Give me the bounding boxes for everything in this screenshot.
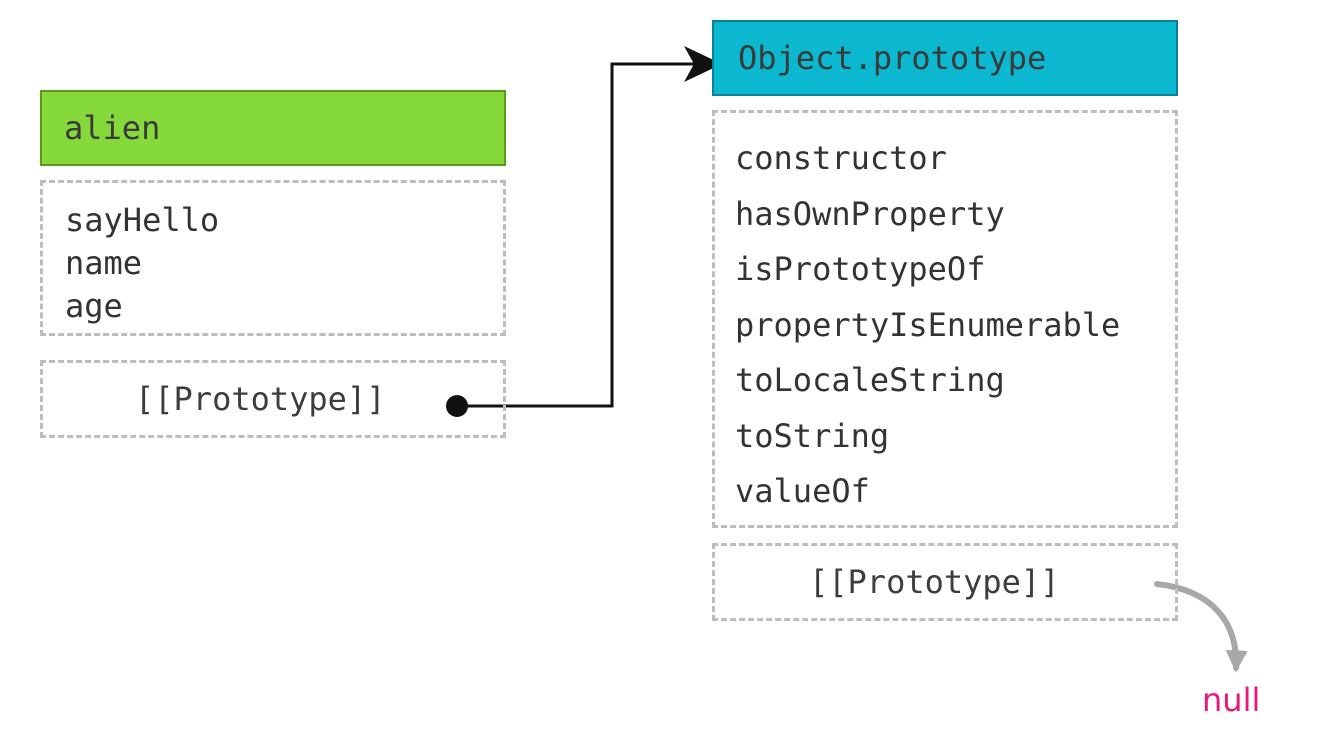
alien-properties-box: sayHello name age [40,180,506,336]
alien-object-header: alien [40,90,506,166]
alien-property: sayHello [65,201,220,239]
object-prototype-property: toLocaleString [735,361,1005,399]
prototype-link-arrow [457,62,720,408]
object-prototype-property: constructor [735,139,947,177]
object-prototype-prototype-label: [[Prototype]] [809,563,1060,601]
null-link-arrow [1154,581,1248,673]
object-prototype-title: Object.prototype [738,39,1047,77]
object-prototype-property: valueOf [735,472,870,510]
alien-object-title: alien [64,109,161,147]
null-label: null [1202,681,1261,719]
alien-property: age [65,287,123,325]
object-prototype-property: propertyIsEnumerable [735,305,1121,344]
object-prototype-property: toString [735,416,890,455]
object-prototype-properties-box: constructor hasOwnProperty isPrototypeOf… [712,110,1178,528]
object-prototype-prototype-slot: [[Prototype]] [712,543,1178,621]
alien-prototype-label: [[Prototype]] [135,380,386,418]
alien-property: name [65,244,143,282]
object-prototype-property: isPrototypeOf [735,250,986,288]
alien-prototype-slot: [[Prototype]] [40,360,506,438]
object-prototype-header: Object.prototype [712,20,1178,96]
prototype-link-arrowhead [684,46,722,82]
object-prototype-property: hasOwnProperty [735,194,1005,233]
